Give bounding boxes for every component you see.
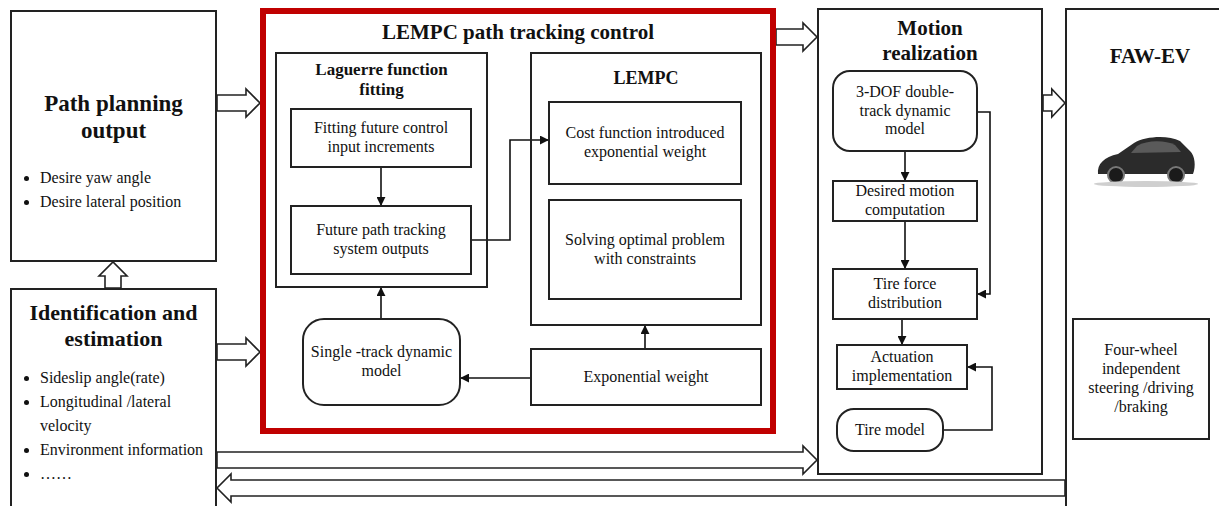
controller-frame: Fitting future control input incrementsF… xyxy=(260,8,776,434)
block-arrow xyxy=(776,23,817,51)
signal-arrow xyxy=(461,377,530,379)
model-box: Single -track dynamic model xyxy=(302,318,461,406)
box-label: Desired motion computation xyxy=(840,182,970,220)
bullet-item: …… xyxy=(40,462,209,486)
process-box: Future path tracking system outputs xyxy=(290,205,472,275)
bullet-item: Desire lateral position xyxy=(40,190,209,214)
group-box: Cost function introduced exponential wei… xyxy=(530,52,762,326)
signal-arrow xyxy=(472,140,548,240)
bullet-item: Longitudinal /lateral velocity xyxy=(40,390,209,438)
car-illustration xyxy=(1094,137,1198,187)
box-title: LEMPC path tracking control xyxy=(382,20,654,45)
box-label: Solving optimal problem with constraints xyxy=(556,231,734,269)
process-box: Tire force distribution xyxy=(832,268,978,320)
signal-arrow xyxy=(904,222,906,268)
process-box: Desired motion computation xyxy=(832,180,978,222)
process-box: Cost function introduced exponential wei… xyxy=(548,101,742,185)
bullet-item: Desire yaw angle xyxy=(40,166,209,190)
bullet-list: Desire yaw angleDesire lateral position xyxy=(18,166,209,214)
process-box: Fitting future control input increments xyxy=(290,108,472,168)
box-title: Motion realization xyxy=(860,16,1000,66)
output-box: Path planning outputDesire yaw angleDesi… xyxy=(10,10,217,262)
box-label: Four-wheel independent steering /driving… xyxy=(1080,341,1202,417)
model-box: Tire model xyxy=(836,408,944,452)
process-box: Actuation implementation xyxy=(836,344,968,390)
bullet-list: Sideslip angle(rate)Longitudinal /latera… xyxy=(18,366,209,486)
box-label: Exponential weight xyxy=(584,368,709,387)
block-arrow xyxy=(99,262,127,288)
bullet-item: Sideslip angle(rate) xyxy=(40,366,209,390)
block-arrow xyxy=(1043,89,1065,117)
box-label: Single -track dynamic model xyxy=(310,343,453,381)
process-box: Solving optimal problem with constraints xyxy=(548,199,742,300)
box-title: Identification and estimation xyxy=(18,300,209,352)
module-box: 3-DOF double-track dynamic modelDesired … xyxy=(817,8,1043,475)
box-label: Fitting future control input increments xyxy=(298,119,464,157)
bullet-item: Environment information xyxy=(40,438,209,462)
signal-arrow xyxy=(644,326,646,348)
box-title: FAW-EV xyxy=(1110,44,1191,69)
process-box: Exponential weight xyxy=(530,348,762,406)
block-arrow xyxy=(217,89,260,117)
box-label: Tire model xyxy=(855,421,925,440)
group-box: Fitting future control input incrementsF… xyxy=(275,52,488,288)
box-title: LEMPC xyxy=(614,68,679,89)
box-title: Laguerre function fitting xyxy=(312,60,452,100)
box-label: 3-DOF double-track dynamic model xyxy=(840,83,970,140)
vehicle-box: Four-wheel independent steering /driving… xyxy=(1065,8,1219,506)
box-label: Tire force distribution xyxy=(840,275,970,313)
block-arrow xyxy=(217,446,817,474)
signal-arrow xyxy=(901,320,903,344)
signal-arrow xyxy=(978,112,990,294)
box-label: Future path tracking system outputs xyxy=(298,221,464,259)
model-box: 3-DOF double-track dynamic model xyxy=(832,70,978,152)
block-arrow xyxy=(217,338,260,366)
actuator-box: Four-wheel independent steering /driving… xyxy=(1072,318,1210,440)
block-arrow xyxy=(217,474,1065,502)
signal-arrow xyxy=(380,288,382,318)
signal-arrow xyxy=(904,152,906,180)
box-title: Path planning output xyxy=(18,90,209,144)
signal-arrow xyxy=(380,168,382,205)
box-label: Actuation implementation xyxy=(844,348,960,386)
box-label: Cost function introduced exponential wei… xyxy=(556,124,734,162)
estimation-box: Identification and estimationSideslip an… xyxy=(10,288,217,506)
